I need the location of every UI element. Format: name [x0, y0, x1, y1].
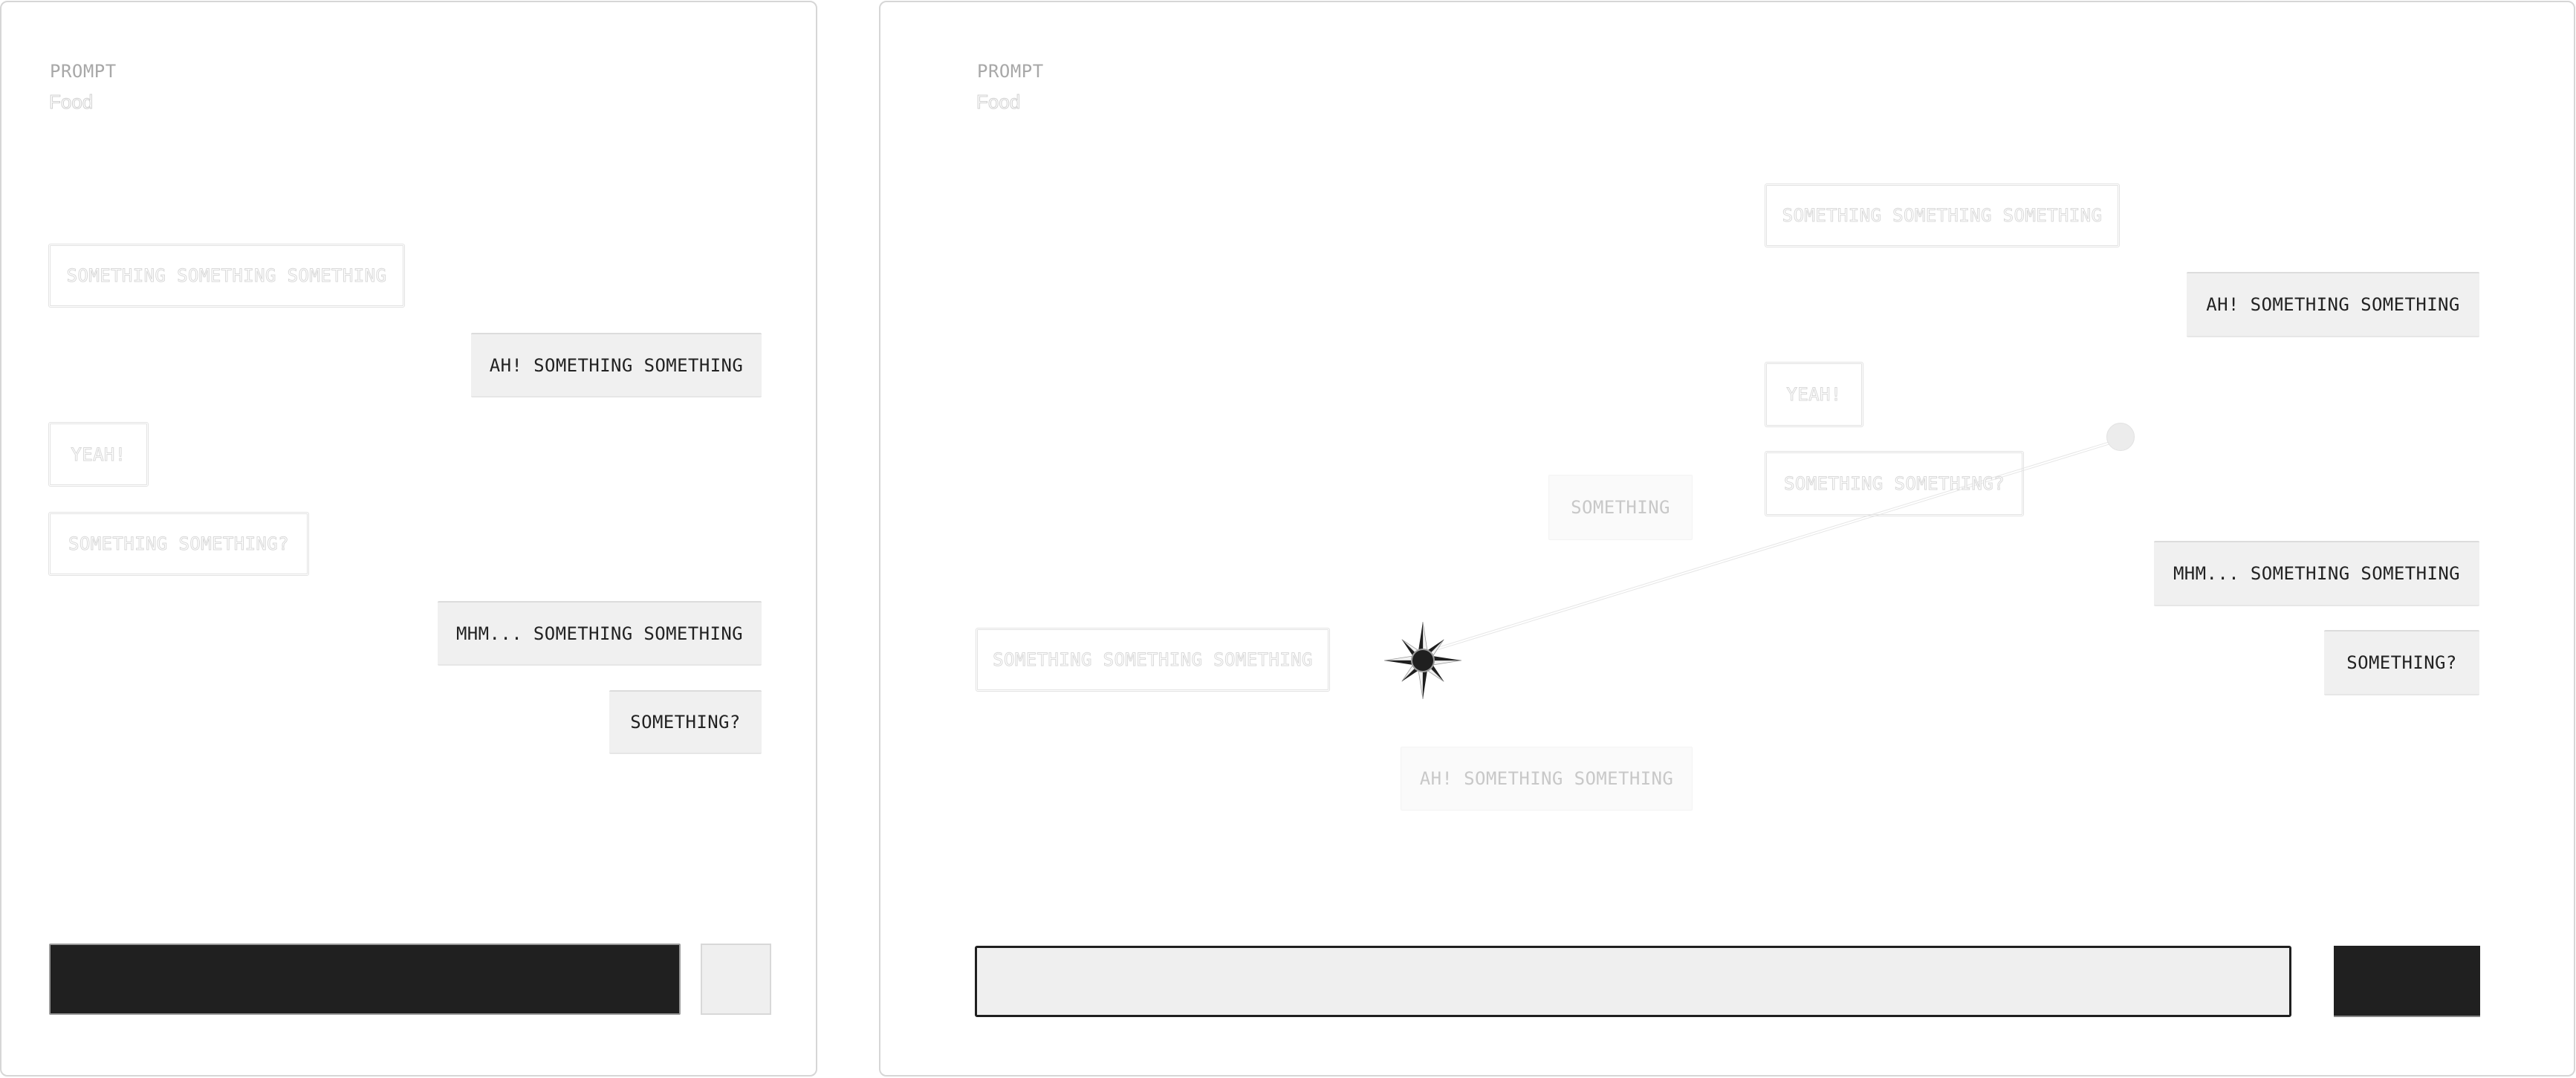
left-prompt-label: PROMPT	[50, 61, 117, 82]
left-message-user-1[interactable]: SOMETHING SOMETHING SOMETHING	[48, 244, 405, 308]
floating-bubble-3[interactable]: AH! SOMETHING SOMETHING	[1401, 747, 1693, 811]
right-message-assistant-3[interactable]: SOMETHING?	[2324, 630, 2479, 695]
left-message-user-2[interactable]: YEAH!	[48, 422, 149, 487]
right-chat-panel	[879, 1, 2575, 1077]
left-prompt-value: Food	[48, 91, 94, 113]
floating-bubble-2[interactable]: SOMETHING SOMETHING SOMETHING	[976, 628, 1330, 692]
right-message-assistant-2[interactable]: MHM... SOMETHING SOMETHING	[2154, 541, 2479, 606]
left-message-assistant-1[interactable]: AH! SOMETHING SOMETHING	[471, 333, 762, 397]
right-message-input[interactable]	[975, 946, 2291, 1017]
right-message-user-3[interactable]: SOMETHING SOMETHING?	[1765, 451, 2024, 516]
left-message-input[interactable]	[49, 944, 681, 1015]
left-message-assistant-3[interactable]: SOMETHING?	[609, 690, 762, 754]
floating-bubble-1[interactable]: SOMETHING	[1548, 475, 1693, 540]
right-prompt-label: PROMPT	[977, 61, 1044, 82]
right-send-button[interactable]	[2334, 946, 2480, 1017]
left-message-assistant-2[interactable]: MHM... SOMETHING SOMETHING	[438, 601, 762, 666]
compass-star-icon	[1383, 621, 1462, 700]
left-message-user-3[interactable]: SOMETHING SOMETHING?	[48, 512, 309, 576]
right-message-assistant-1[interactable]: AH! SOMETHING SOMETHING	[2187, 272, 2479, 337]
right-message-user-2[interactable]: YEAH!	[1765, 362, 1863, 427]
left-send-button[interactable]	[701, 944, 771, 1015]
right-prompt-value: Food	[976, 91, 1021, 113]
compass-star-center	[1411, 649, 1435, 672]
right-message-user-1[interactable]: SOMETHING SOMETHING SOMETHING	[1765, 184, 2120, 247]
drag-handle-dot-icon[interactable]	[2106, 423, 2135, 451]
